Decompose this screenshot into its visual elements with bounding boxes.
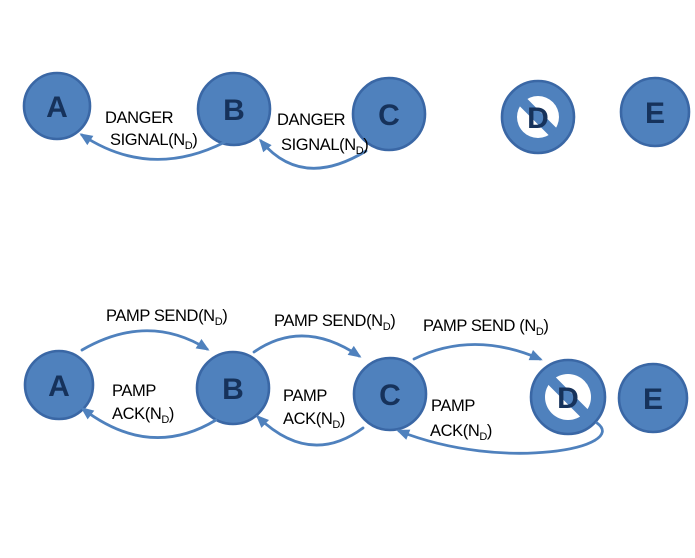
label-pamp-ack-3-pre: ACK(N [430,422,479,440]
label-pamp-send-2: PAMP SEND(ND) [274,312,395,333]
label-danger-1-line1: DANGER [105,109,174,127]
node-label-a: A [46,91,68,124]
node-pamp-b: B [195,350,271,426]
edge-pamp-ack-b-to-a [80,407,218,439]
node-circle-e [619,76,691,148]
label-pamp-send-2-post: ) [390,312,395,330]
node-danger-d-blocked: D [500,79,576,155]
prohibition-slash [546,375,590,419]
scenario-pamp: A B C D E PAMP SEND [23,307,689,455]
label-pamp-send-3-sub: D [536,326,544,338]
node-label-e: E [645,97,665,130]
node-circle-b [196,71,272,147]
label-pamp-send-3: PAMP SEND (ND) [423,317,549,338]
label-pamp-send-3-post: ) [543,317,548,335]
node-label-d: D [527,102,549,135]
node-danger-a: A [22,71,92,141]
label-pamp-ack-3-line1: PAMP [431,397,475,415]
label-danger-2-pre: SIGNAL(N [281,136,356,154]
label-danger-1-sub: D [185,140,193,152]
label-danger-2-line1: DANGER [277,111,346,129]
label-pamp-ack-2-pre: ACK(N [283,410,332,428]
label-pamp-ack-1-line2: ACK(ND) [112,405,174,426]
node-circle-a [22,71,92,141]
node-pamp-e: E [617,362,689,434]
label-pamp-send-1: PAMP SEND(ND) [106,307,227,328]
edge-danger-b-to-a [79,133,227,161]
label-pamp-send-1-post: ) [222,307,227,325]
edge-danger-c-to-b [259,138,368,170]
label-pamp-send-2-pre: PAMP SEND(N [274,312,383,330]
label-danger-1-line2: SIGNAL(ND) [110,131,197,152]
prohibition-icon [517,96,559,138]
node-circle-c [352,356,428,432]
label-danger-2-line2: SIGNAL(ND) [281,136,368,157]
node-label-c: C [378,99,400,132]
edge-pamp-ack-c-to-b [255,414,365,447]
label-danger-1-post: ) [192,131,197,149]
label-danger-2-post: ) [363,136,368,154]
label-pamp-ack-1-post: ) [169,405,174,423]
node-circle-c [351,76,427,152]
edge-pamp-send-c-to-d [412,343,543,361]
label-pamp-ack-3-line2: ACK(ND) [430,422,492,443]
label-pamp-ack-2-post: ) [340,410,345,428]
node-pamp-d-blocked: D [529,358,607,436]
node-label-b: B [223,94,245,127]
node-danger-c: C [351,76,427,152]
node-label-e: E [643,383,663,416]
label-pamp-ack-1-line1: PAMP [112,382,156,400]
label-pamp-ack-3-sub: D [479,431,487,443]
node-label-b: B [222,373,244,406]
label-danger-2-sub: D [356,145,364,157]
node-pamp-c: C [352,356,428,432]
label-pamp-ack-2-line1: PAMP [283,387,327,405]
edge-pamp-send-a-to-b [80,329,210,352]
label-pamp-ack-2-line2: ACK(ND) [283,410,345,431]
label-pamp-send-1-pre: PAMP SEND(N [106,307,215,325]
label-pamp-send-2-sub: D [383,321,391,333]
node-danger-b: B [196,71,272,147]
prohibition-icon [545,374,591,420]
label-pamp-ack-3-post: ) [487,422,492,440]
prohibition-slash [517,96,559,138]
node-danger-e: E [619,76,691,148]
label-pamp-ack-1-pre: ACK(N [112,405,161,423]
label-danger-1-pre: SIGNAL(N [110,131,185,149]
label-pamp-ack-2-sub: D [332,419,340,431]
node-label-c: C [379,379,401,412]
edge-pamp-ack-d-to-c [396,421,604,455]
node-circle-e [617,362,689,434]
label-pamp-send-3-pre: PAMP SEND (N [423,317,536,335]
edge-pamp-send-b-to-c [252,334,362,358]
scenario-danger-signal: A B C D E DANGER SIGNAL(ND) DANGER [22,71,691,170]
node-label-d: D [557,382,579,415]
node-circle-a [23,349,95,421]
label-pamp-send-1-sub: D [215,316,223,328]
node-label-a: A [48,370,70,403]
node-pamp-a: A [23,349,95,421]
label-pamp-ack-1-sub: D [161,414,169,426]
node-circle-b [195,350,271,426]
